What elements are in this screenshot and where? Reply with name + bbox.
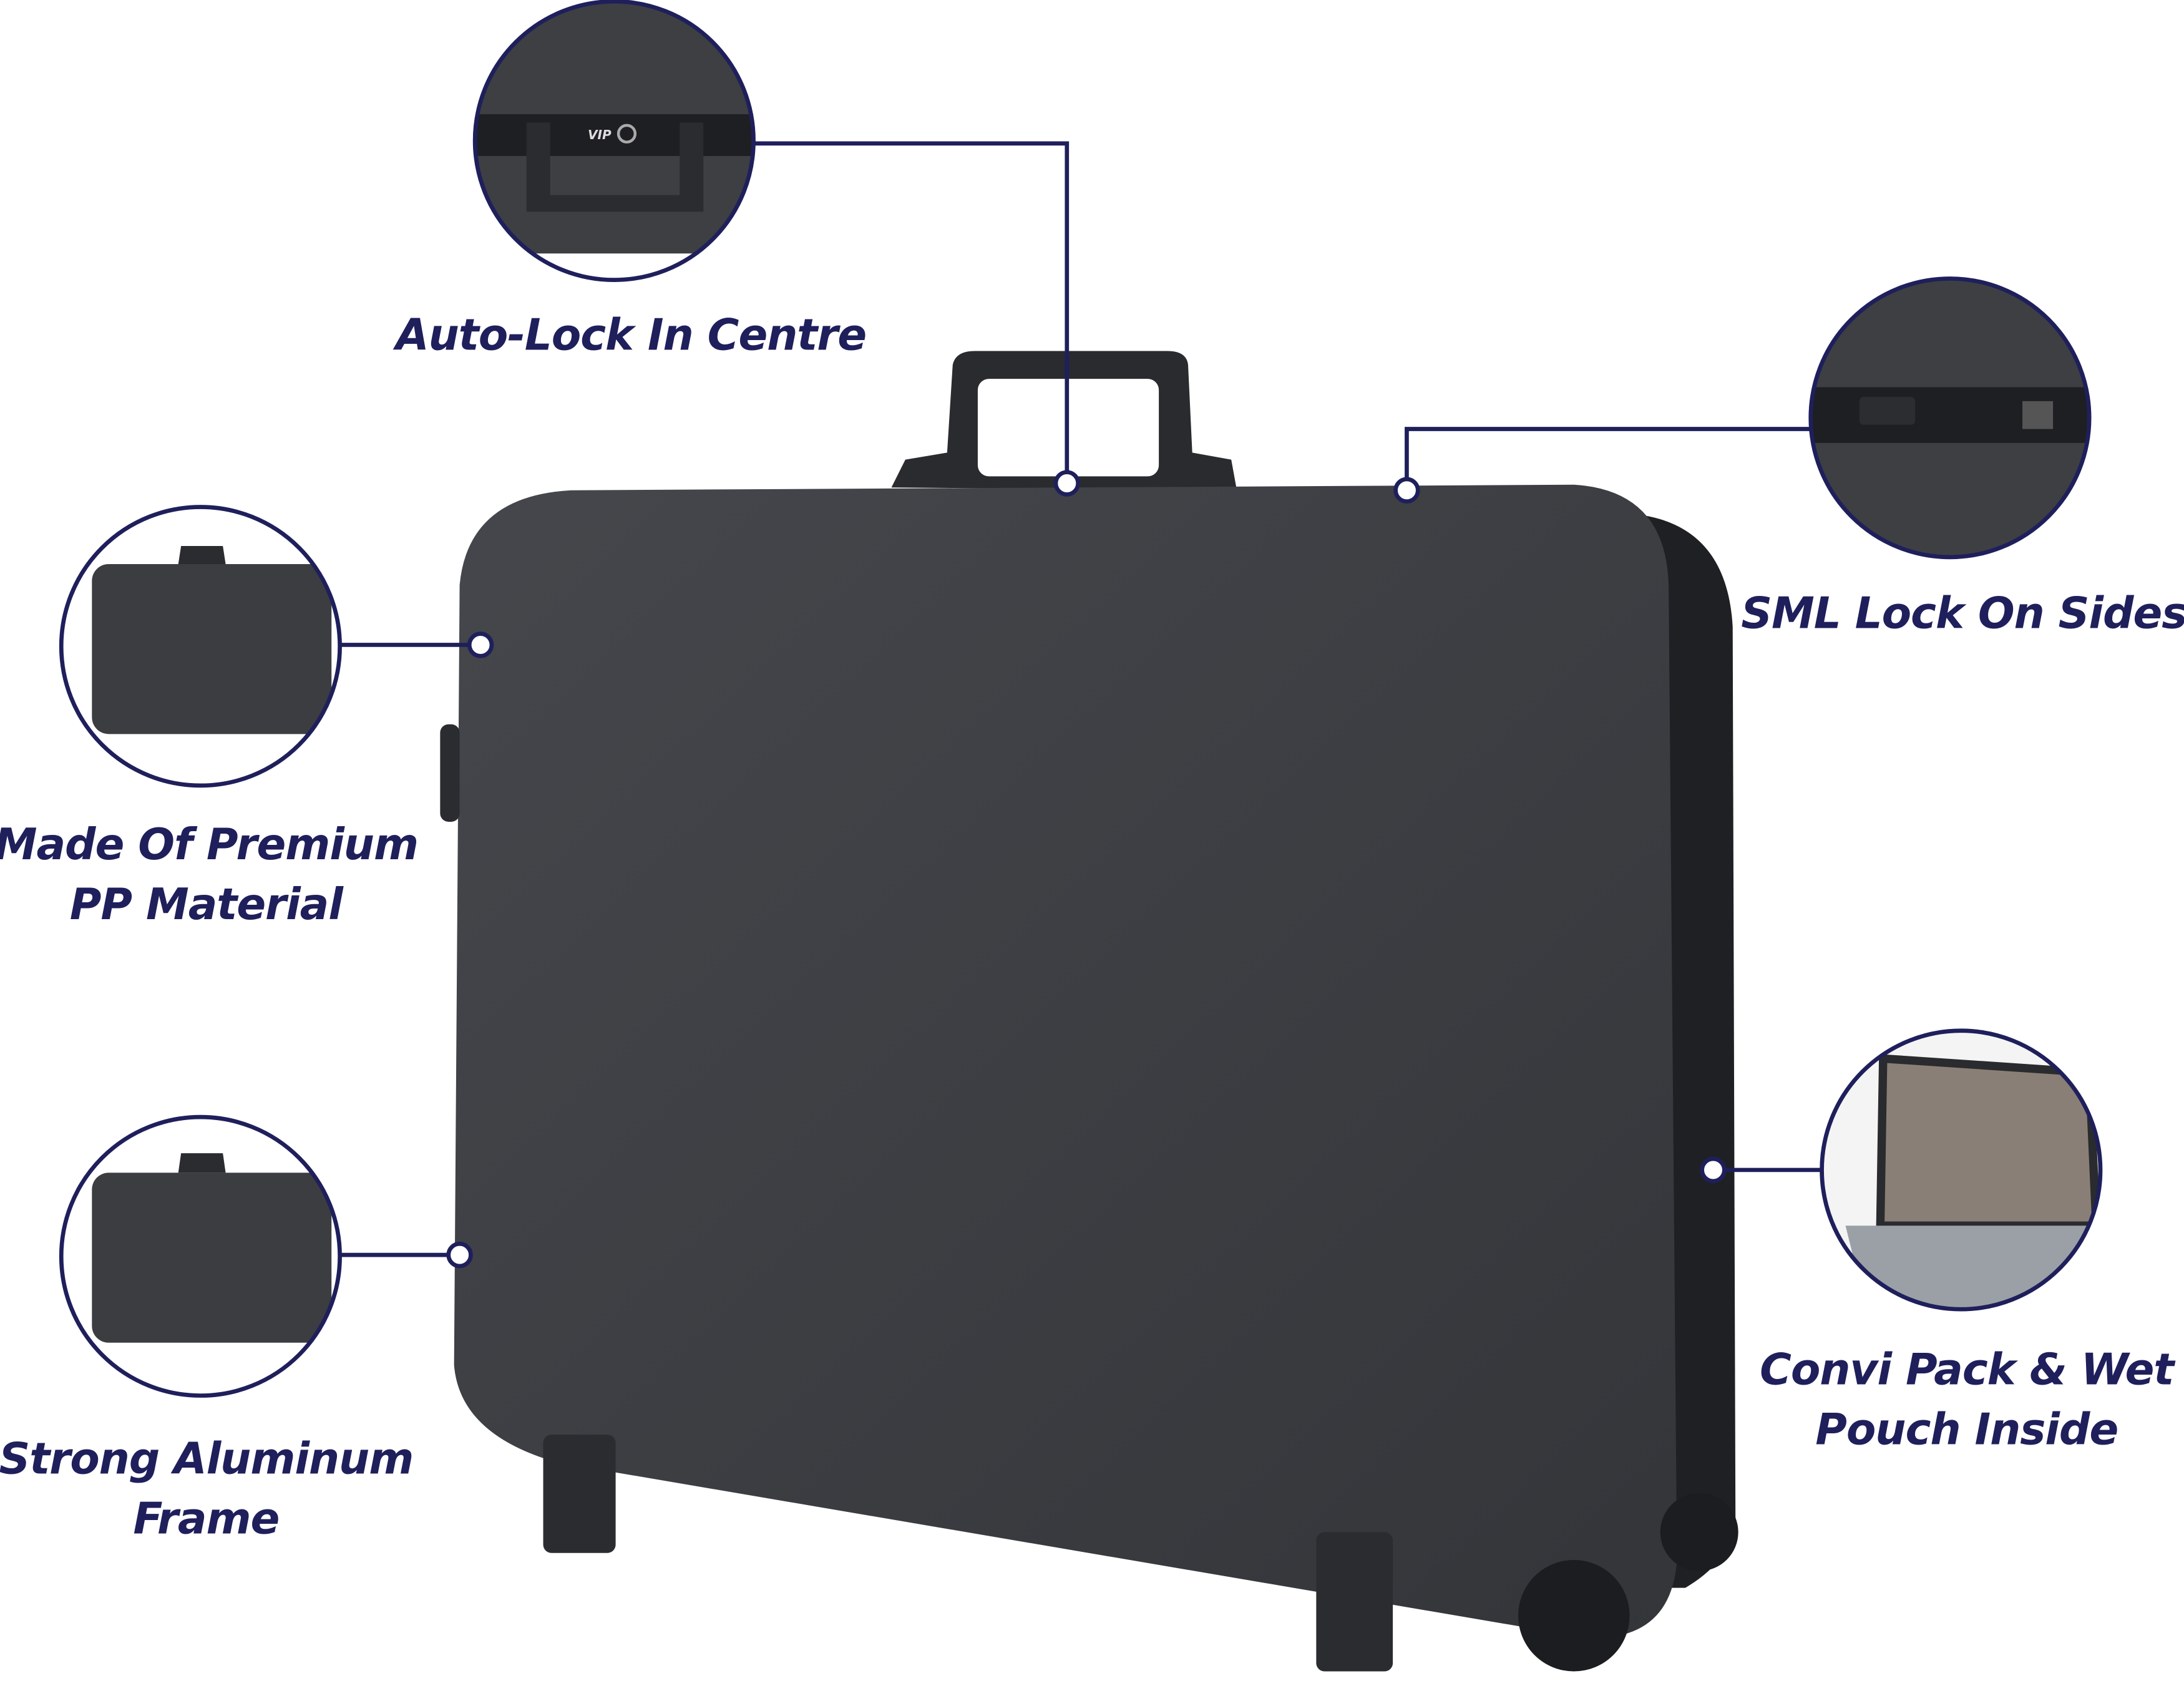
feature-label-line: Made Of Premium <box>0 820 419 871</box>
feature-label-sml-lock: SML Lock On Sides <box>1741 589 2184 640</box>
feature-label-material: Made Of Premium PP Material <box>0 816 419 936</box>
feature-label-line: Convi Pack & Wet <box>1760 1345 2174 1396</box>
feature-label-line: Pouch Inside <box>1815 1405 2118 1456</box>
feature-label-line: Strong Aluminum <box>0 1435 414 1485</box>
wheel-icon <box>1518 1559 1630 1672</box>
feature-label-line: Frame <box>133 1494 280 1545</box>
lock-icon <box>1859 397 1916 425</box>
brand-logo: VIP <box>588 127 612 142</box>
frame-detail-circle <box>59 1114 342 1398</box>
wheel-icon <box>1660 1493 1738 1571</box>
convi-pack-detail-circle <box>1820 1028 2103 1312</box>
keypad-icon <box>2022 401 2054 429</box>
lock-icon <box>617 124 637 144</box>
case-shell <box>454 484 1677 1639</box>
feature-label-convi-pack: Convi Pack & Wet Pouch Inside <box>1760 1342 2174 1461</box>
feature-label-frame: Strong Aluminum Frame <box>0 1430 414 1550</box>
handle-icon <box>526 122 704 212</box>
feature-label-auto-lock: Auto-Lock In Centre <box>396 310 867 361</box>
material-detail-circle <box>59 505 342 788</box>
side-handle <box>440 724 460 822</box>
auto-lock-detail-circle: VIP <box>472 0 756 282</box>
foot-left <box>543 1435 616 1553</box>
feature-label-line: PP Material <box>69 880 343 931</box>
callout-lines <box>339 141 1822 1257</box>
suitcase <box>440 351 1738 1672</box>
callout-dots <box>446 470 1727 1269</box>
foot-right <box>1316 1532 1393 1672</box>
sml-lock-detail-circle <box>1808 276 2092 560</box>
